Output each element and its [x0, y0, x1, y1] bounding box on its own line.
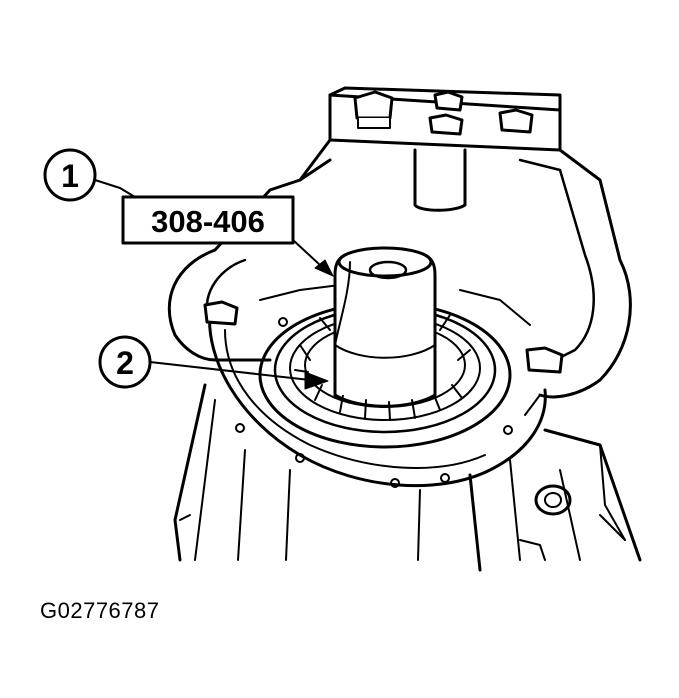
callout-2-number: 2: [116, 345, 134, 381]
installer-tool: [333, 246, 437, 408]
case-housing: [173, 383, 642, 572]
figure-id: G02776787: [40, 598, 160, 623]
callout-1: [43, 148, 141, 202]
tool-label-box: [121, 195, 334, 277]
case-flange: [208, 284, 547, 488]
tool-number-label: 308-406: [151, 204, 265, 239]
holding-fixture: [167, 86, 632, 416]
callout-2: [98, 335, 329, 390]
callout-1-number: 1: [61, 158, 79, 194]
